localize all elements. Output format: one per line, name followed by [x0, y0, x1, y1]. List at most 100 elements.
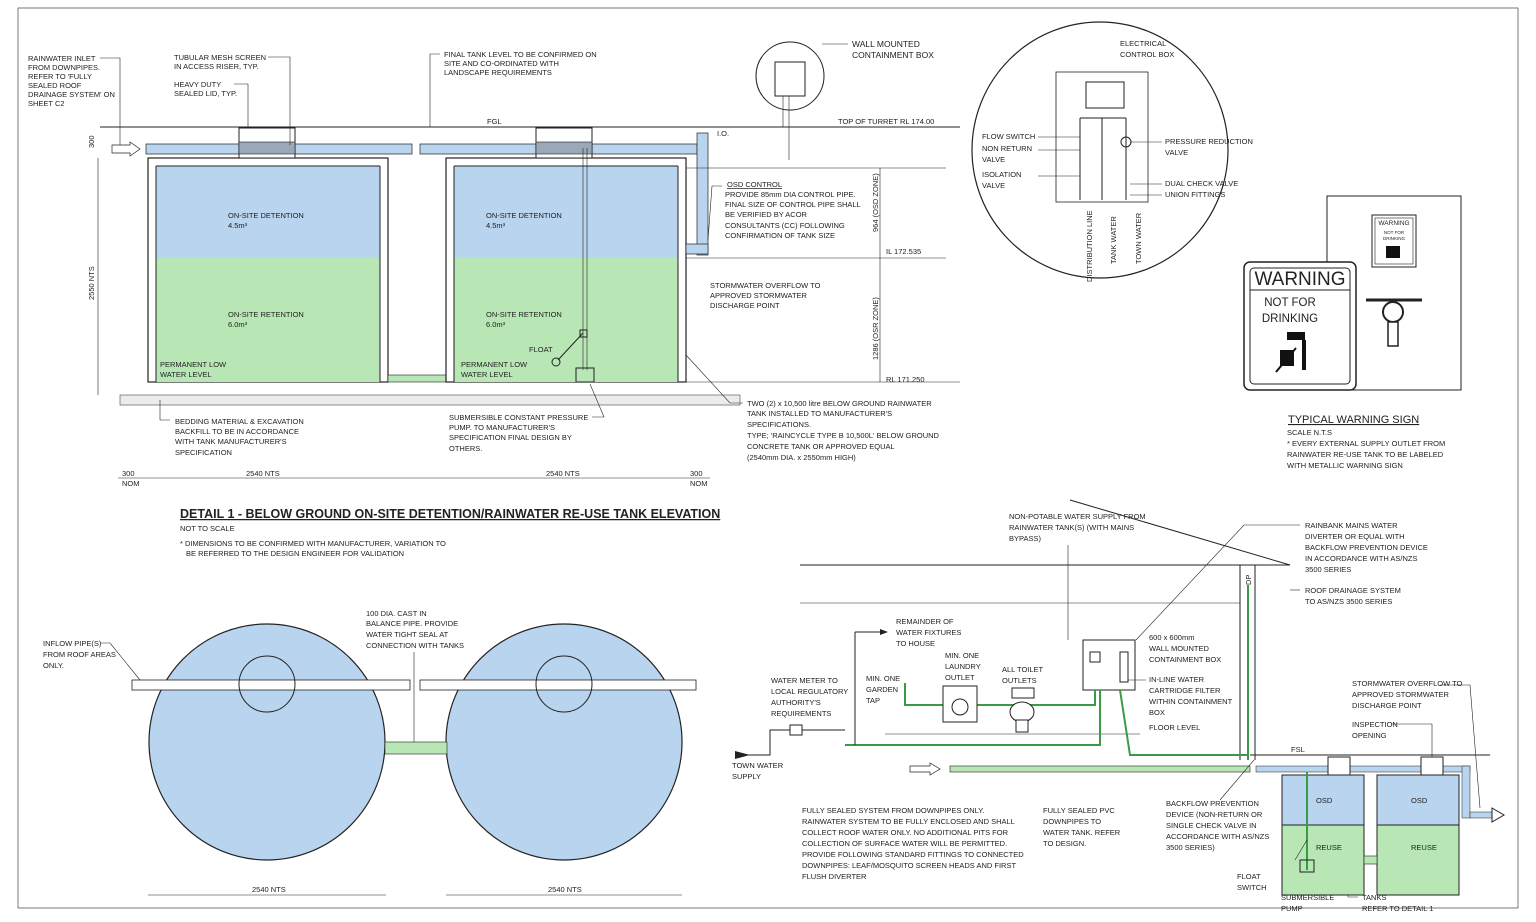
inlet-arrow-icon	[111, 141, 141, 157]
svg-text:WARNING: WARNING	[1378, 220, 1409, 227]
svg-text:REUSE: REUSE	[1411, 843, 1437, 852]
tank2-detention-label: ON-SITE DETENTION	[486, 211, 562, 220]
svg-text:DRINKING: DRINKING	[1383, 236, 1406, 241]
warning-sign: WARNING NOT FOR DRINKING WARNING NOT FOR…	[1243, 195, 1462, 470]
tank1-low-level-1: PERMANENT LOW	[160, 360, 227, 369]
osr-zone-dim: 1286 (OSR ZONE)	[871, 297, 880, 360]
svg-text:DP: DP	[1244, 575, 1253, 585]
svg-text:SCALE N.T.S: SCALE N.T.S	[1287, 428, 1332, 437]
svg-text:DISTRIBUTION LINE: DISTRIBUTION LINE	[1085, 210, 1094, 282]
tank1-detention-vol: 4.5m³	[228, 221, 248, 230]
svg-text:NOT FOR: NOT FOR	[1264, 297, 1316, 309]
fgl-label: FGL	[487, 117, 502, 126]
svg-text:FSL: FSL	[1291, 745, 1305, 754]
tank-plan: 2540 NTS 2540 NTS INFLOW PIPE(S)FROM ROO…	[43, 609, 697, 896]
svg-text:TWO (2) x 10,500 litre BELOW G: TWO (2) x 10,500 litre BELOW GROUND RAIN…	[747, 399, 940, 462]
tank1-detention-label: ON-SITE DETENTION	[228, 211, 304, 220]
svg-text:OSD CONTROL: OSD CONTROL	[727, 180, 782, 189]
tap-icon	[1366, 298, 1422, 347]
svg-text:DRINKING: DRINKING	[1262, 313, 1318, 325]
svg-text:2540 NTS: 2540 NTS	[252, 885, 286, 894]
detail-scale: NOT TO SCALE	[180, 524, 235, 533]
svg-text:FULLY SEALED SYSTEM FROM DOWNP: FULLY SEALED SYSTEM FROM DOWNPIPES ONLY.…	[802, 806, 1024, 881]
svg-text:FLOW SWITCH: FLOW SWITCH	[982, 132, 1035, 141]
tank2-low-level-1: PERMANENT LOW	[461, 360, 528, 369]
warning-big-label: WARNING	[1254, 269, 1345, 290]
tank2-low-level-2: WATER LEVEL	[461, 370, 513, 379]
svg-text:OSD: OSD	[1316, 796, 1333, 805]
svg-text:FLOOR LEVEL: FLOOR LEVEL	[1149, 723, 1200, 732]
tank-elevation: FGL TOP OF TURRET RL 174.00 I.O. ON-SITE…	[28, 39, 960, 488]
warning-title: TYPICAL WARNING SIGN	[1288, 414, 1419, 426]
svg-text:2540 NTS: 2540 NTS	[548, 885, 582, 894]
nom-dim-right-2: NOM	[690, 479, 708, 488]
svg-text:OSD: OSD	[1411, 796, 1428, 805]
svg-text:REUSE: REUSE	[1316, 843, 1342, 852]
float-icon	[551, 357, 561, 367]
il-label: IL 172.535	[886, 247, 921, 256]
tank2-retention-label: ON-SITE RETENTION	[486, 310, 562, 319]
water-meter-icon	[789, 724, 803, 736]
detail-title: DETAIL 1 - BELOW GROUND ON-SITE DETENTIO…	[180, 507, 720, 521]
nom-dim-left-2: NOM	[122, 479, 140, 488]
tank1-low-level-2: WATER LEVEL	[160, 370, 212, 379]
svg-text:UNION FITTINGS: UNION FITTINGS	[1165, 190, 1225, 199]
svg-text:TANK WATER: TANK WATER	[1109, 216, 1118, 264]
tank1-retention-label: ON-SITE RETENTION	[228, 310, 304, 319]
nom-dim-left-1: 300	[122, 469, 135, 478]
svg-text:* EVERY EXTERNAL SUPPLY OUTLET: * EVERY EXTERNAL SUPPLY OUTLET FROMRAINW…	[1287, 439, 1445, 470]
svg-text:DUAL CHECK VALVE: DUAL CHECK VALVE	[1165, 179, 1238, 188]
pump-icon	[575, 367, 595, 383]
top-dim: 300	[87, 135, 96, 148]
width-dim-2: 2540 NTS	[546, 469, 580, 478]
sheet-border	[17, 7, 1519, 909]
tank2-retention-vol: 6.0m³	[486, 320, 506, 329]
tank1-retention-vol: 6.0m³	[228, 320, 248, 329]
detail-note: * DIMENSIONS TO BE CONFIRMED WITH MANUFA…	[180, 539, 446, 558]
float-label: FLOAT	[529, 345, 553, 354]
rl-label: RL 171.250	[886, 375, 925, 384]
height-dim: 2550 NTS	[87, 266, 96, 300]
width-dim-1: 2540 NTS	[246, 469, 280, 478]
nom-dim-right-1: 300	[690, 469, 703, 478]
svg-text:FINAL TANK LEVEL TO BE CONFIRM: FINAL TANK LEVEL TO BE CONFIRMED ONSITE …	[444, 50, 597, 77]
